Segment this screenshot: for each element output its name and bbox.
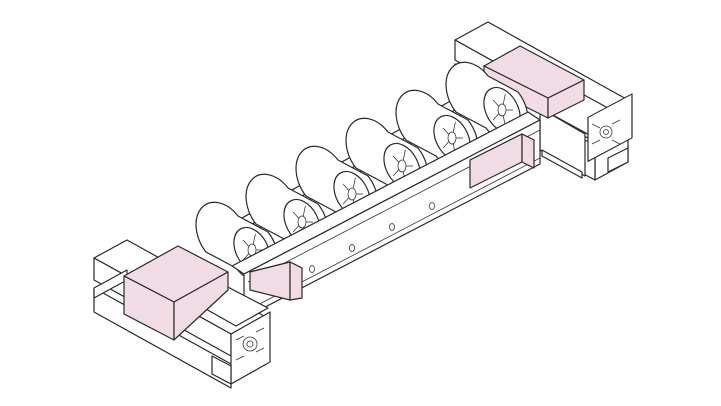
rail-hole: [349, 244, 355, 252]
left-connector-plate: [123, 245, 229, 341]
left-end-frame: [93, 239, 271, 389]
rail-hole: [389, 223, 395, 231]
rail-hole: [309, 265, 315, 273]
right-bracket: [469, 133, 535, 189]
front-rail: [231, 111, 541, 319]
left-plate-side: [173, 271, 229, 341]
right-tslot-end: [587, 93, 633, 163]
left-bracket: [249, 261, 303, 301]
rail-hole: [429, 202, 435, 210]
right-plate-side: [547, 79, 585, 119]
